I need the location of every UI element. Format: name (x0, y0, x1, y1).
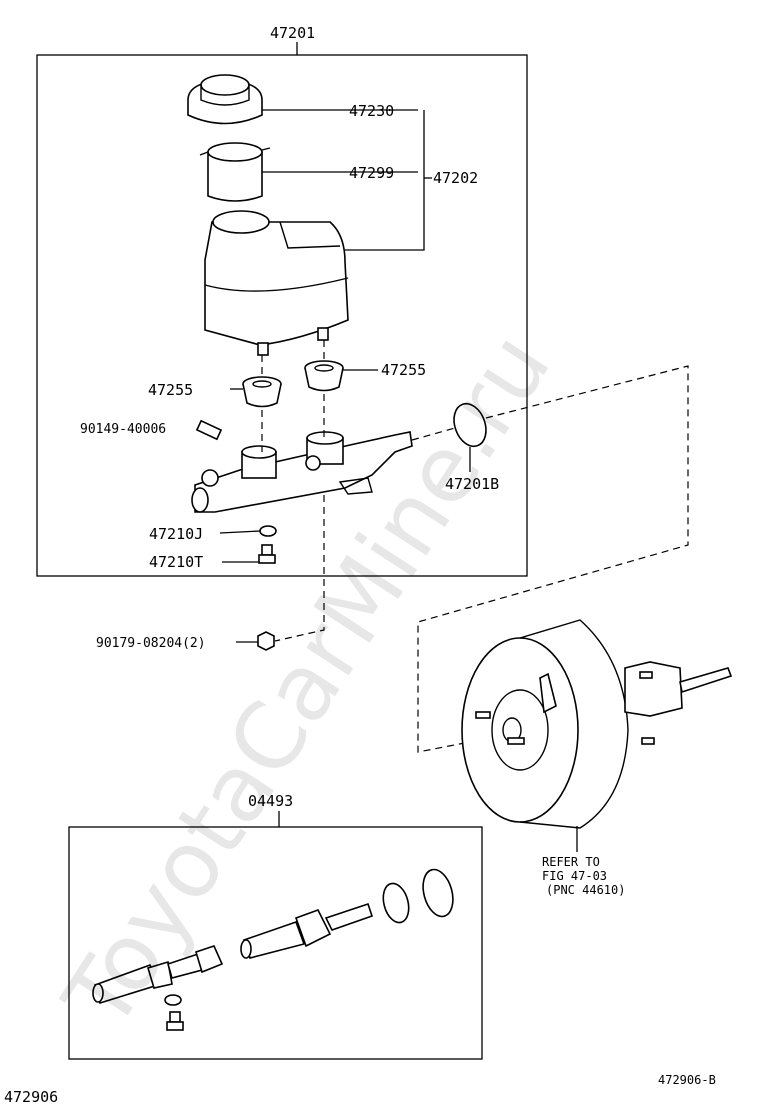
label-47210t: 47210T (149, 553, 203, 571)
grommet-right-part (304, 360, 344, 392)
refer-line-2: FIG 47-03 (542, 869, 607, 883)
refer-line-3: (PNC 44610) (546, 883, 625, 897)
union-bolt-part (195, 419, 223, 441)
label-47299: 47299 (349, 164, 394, 182)
assembly-frame (36, 54, 528, 577)
label-90149-40006: 90149-40006 (80, 422, 166, 437)
label-47201: 47201 (270, 24, 315, 42)
label-47202: 47202 (433, 169, 478, 187)
plug-t-part (258, 544, 276, 564)
label-47255-right: 47255 (381, 361, 426, 379)
label-47210j: 47210J (149, 525, 203, 543)
grommet-left-part (242, 376, 282, 408)
plug-j-part (259, 525, 277, 537)
master-cylinder-part (191, 431, 413, 513)
kit-parts (92, 868, 454, 1031)
figure-number: 472906 (4, 1088, 58, 1106)
label-47255-left: 47255 (148, 381, 193, 399)
reservoir-body-part (204, 210, 349, 356)
brake-booster-part (461, 619, 733, 829)
reservoir-cap-part (187, 74, 263, 125)
label-04493: 04493 (248, 792, 293, 810)
refer-line-1: REFER TO (542, 855, 600, 869)
nut-part (257, 631, 275, 651)
figure-code: 472906-B (658, 1073, 716, 1087)
label-47201b: 47201B (445, 475, 499, 493)
oring-part (453, 402, 487, 448)
label-90179-08204: 90179-08204(2) (96, 636, 206, 651)
strainer-part (199, 142, 271, 202)
label-47230: 47230 (349, 102, 394, 120)
kit-frame (68, 826, 483, 1060)
